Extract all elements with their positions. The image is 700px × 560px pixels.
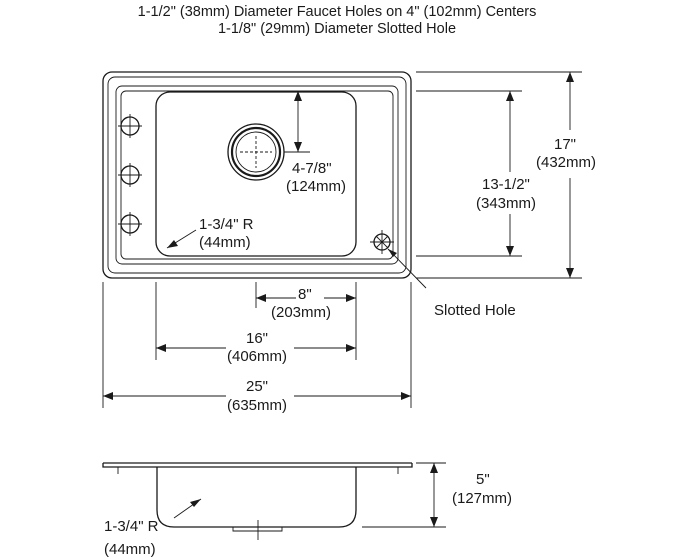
sink-ledge xyxy=(115,85,399,265)
side-rim-left xyxy=(102,463,110,468)
faucet-hole-middle xyxy=(118,163,142,187)
side-rim-right xyxy=(405,463,413,468)
overall-length-inches: 17" xyxy=(554,136,576,153)
bowl-length-dimension xyxy=(416,90,522,257)
bowl-length-inches: 13-1/2" xyxy=(482,176,530,193)
faucet-hole-bottom xyxy=(118,212,142,236)
bowl-width-mm: (406mm) xyxy=(227,348,287,365)
drain-dimension xyxy=(284,90,310,153)
overall-width-mm: (635mm) xyxy=(227,397,287,414)
slotted-hole-label: Slotted Hole xyxy=(434,302,516,319)
corner-radius-inches: 1-3/4" R xyxy=(199,216,254,233)
side-corner-inches: 1-3/4" R xyxy=(104,518,159,535)
drain-dim-mm: (124mm) xyxy=(286,178,346,195)
depth-inches: 5" xyxy=(476,471,490,488)
side-drain xyxy=(232,527,283,532)
slotted-hole-arrow xyxy=(388,249,397,257)
drain-offset-mm: (203mm) xyxy=(271,304,331,321)
bowl-width-dimension xyxy=(156,344,356,352)
bowl-width-inches: 16" xyxy=(246,330,268,347)
slotted-hole xyxy=(370,230,394,254)
faucet-hole-top xyxy=(118,114,142,138)
sink-outer-rim xyxy=(102,71,412,279)
drain-opening xyxy=(227,123,285,181)
side-corner-mm: (44mm) xyxy=(104,541,156,558)
bowl-length-mm: (343mm) xyxy=(476,195,536,212)
depth-mm: (127mm) xyxy=(452,490,512,507)
sink-side-view xyxy=(102,462,413,540)
drain-dim-inches: 4-7/8" xyxy=(292,160,332,177)
drain-offset-dimension xyxy=(256,294,356,302)
corner-radius-mm: (44mm) xyxy=(199,234,251,251)
overall-width-inches: 25" xyxy=(246,378,268,395)
sink-rim-inner-edge xyxy=(107,76,407,274)
sink-top-view xyxy=(102,71,412,279)
drain-offset-inches: 8" xyxy=(298,286,312,303)
sink-bowl xyxy=(155,91,357,257)
side-bowl xyxy=(156,467,357,528)
side-corner-arrow xyxy=(190,499,201,507)
corner-radius-arrow xyxy=(167,240,178,248)
depth-dimension xyxy=(362,462,446,528)
overall-length-mm: (432mm) xyxy=(536,154,596,171)
overall-length-dimension xyxy=(416,71,582,279)
header-line-1: 1-1/2" (38mm) Diameter Faucet Holes on 4… xyxy=(138,4,537,20)
overall-width-dimension xyxy=(103,392,411,400)
header-line-2: 1-1/8" (29mm) Diameter Slotted Hole xyxy=(218,21,456,37)
